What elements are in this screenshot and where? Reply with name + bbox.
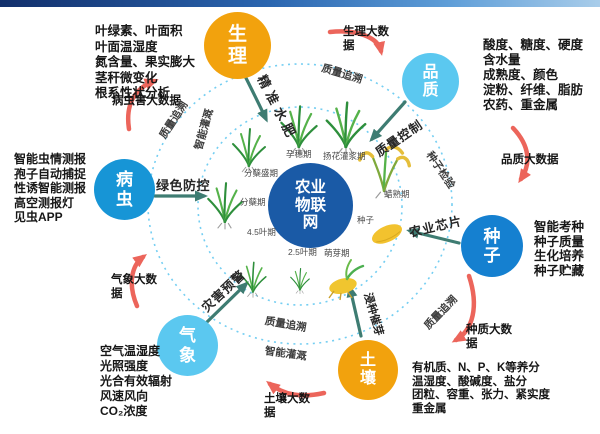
metric-line: 见虫APP: [14, 210, 63, 224]
node-quality: 品质: [402, 53, 459, 110]
metric-line: 氮含量、果实膨大: [95, 55, 196, 69]
agri-chip-arrow: [406, 227, 461, 245]
plant-flowering-icon: [325, 101, 367, 157]
inner-dashed-ring: [197, 106, 403, 306]
metric-line: 性诱智能测报: [14, 181, 87, 195]
metric-line: 团粒、容重、张力、紧实度: [412, 389, 550, 401]
metric-line: 高空测报灯: [14, 195, 75, 210]
metric-line: 根系性状分析: [95, 86, 171, 100]
stage-2-5-leaf-label: 2.5叶期: [288, 247, 317, 257]
plant-2-5-leaf-icon: [290, 267, 310, 295]
quality-metrics: 酸度、糖度、硬度 含水量 成熟度、颜色 淀粉、纤维、脂肪 农药、重金属: [483, 38, 583, 113]
node-quality-label: 品质: [422, 63, 439, 99]
metric-line: 成熟度、颜色: [483, 68, 559, 82]
hub-agri-iot: 农业物联网: [268, 163, 353, 248]
pest-bigdata-arrow: [125, 78, 159, 132]
metric-line: 叶绿素、叶面积: [95, 24, 183, 38]
node-soil-label: 土壤: [359, 352, 376, 387]
metric-line: CO₂浓度: [100, 404, 148, 418]
node-pest-label: 病虫: [116, 170, 133, 209]
metric-line: 农药、重金属: [483, 98, 559, 112]
plant-wax-ripe-icon: [358, 145, 412, 199]
precision-fertigation-arrow: [242, 72, 268, 123]
metric-line: 淀粉、纤维、脂肪: [483, 83, 584, 97]
pest-bigdata-label: 病虫害大数据: [112, 95, 181, 107]
seed-soaking-arrow: [346, 284, 363, 338]
physiology-bigdata-label: 生理大数据: [343, 26, 389, 52]
physiology-metrics: 叶绿素、叶面积 叶面温湿度 氮含量、果实膨大 茎秆微变化 根系性状分析: [95, 24, 195, 102]
seed-icon: [372, 224, 402, 244]
soil-bigdata-label: 土壤大数据: [264, 393, 310, 419]
node-soil: 土壤: [338, 340, 398, 400]
weather-bigdata-arrow: [129, 253, 147, 309]
metric-line: 温湿度、酸碱度、盐分: [412, 375, 527, 388]
metric-line: 种子质量: [534, 234, 585, 249]
quality-bigdata-arrow: [510, 125, 531, 184]
weather-metrics: 空气温湿度 光照强度 光合有效辐射 风速风向 CO₂浓度: [100, 344, 172, 419]
metric-line: 光合有效辐射: [100, 374, 173, 388]
stage-flowering-label: 扬花灌浆期: [323, 151, 366, 161]
green-control-label: 绿色防控: [156, 178, 211, 193]
weather-bigdata-label: 气象大数据: [111, 274, 157, 300]
node-physiology: 生理: [204, 12, 271, 79]
stage-4-5-leaf-label: 4.5叶期: [247, 227, 276, 237]
metric-line: 种子贮藏: [534, 263, 585, 278]
metric-line: 茎秆微变化: [95, 70, 158, 85]
germplasm-bigdata-label: 种质大数据: [466, 324, 512, 350]
stage-seed-label: 种子: [357, 215, 375, 225]
quality-control-arrow: [369, 100, 407, 142]
metric-line: 孢子自动捕捉: [14, 166, 87, 181]
hub-label: 农业物联网: [294, 178, 326, 232]
pest-metrics: 智能虫情测报 孢子自动捕捉 性诱智能测报 高空测报灯 见虫APP: [14, 152, 86, 225]
red-arrows: [125, 29, 531, 398]
green-arrows: [153, 72, 461, 338]
metric-line: 光照强度: [100, 359, 149, 373]
metric-line: 智能考种: [534, 220, 585, 234]
metric-line: 智能虫情测报: [14, 152, 87, 166]
germplasm-bigdata-arrow: [451, 273, 477, 343]
stage-wax-ripe-label: 蜡熟期: [384, 189, 410, 199]
metric-line: 重金属: [412, 402, 447, 415]
metric-line: 含水量: [483, 53, 521, 67]
node-physiology-label: 生理: [227, 24, 247, 67]
outer-dashed-ring: [147, 63, 453, 345]
soil-bigdata-arrow: [266, 380, 327, 398]
stage-germination-label: 萌芽期: [324, 248, 350, 258]
node-pest: 病虫: [94, 159, 155, 220]
disaster-warning-arrow: [205, 281, 249, 324]
stage-tillering-label: 分蘖期: [240, 197, 266, 207]
physiology-bigdata-arrow: [327, 29, 385, 56]
node-seed-label: 种子: [483, 226, 501, 265]
stage-peak-tillering-label: 分蘖盛期: [244, 168, 279, 178]
node-seed: 种子: [461, 215, 523, 277]
germinating-seed-icon: [328, 259, 365, 301]
node-weather-label: 气象: [179, 326, 196, 365]
metric-line: 酸度、糖度、硬度: [483, 38, 584, 52]
top-gradient-bar: [0, 0, 600, 7]
plant-tillering-icon: [207, 182, 243, 231]
seed-metrics: 智能考种 种子质量 生化培养 种子贮藏: [534, 220, 584, 278]
stage-booting-label: 孕穗期: [286, 149, 312, 159]
soil-metrics: 有机质、N、P、K等养分 温湿度、酸碱度、盐分 团粒、容重、张力、紧实度 重金属: [412, 362, 550, 416]
metric-line: 生化培养: [534, 249, 585, 263]
quality-bigdata-label: 品质大数据: [501, 154, 559, 166]
metric-line: 叶面温湿度: [95, 39, 158, 54]
metric-line: 风速风向: [100, 389, 149, 403]
metric-line: 空气温湿度: [100, 344, 161, 358]
metric-line: 有机质、N、P、K等养分: [412, 362, 540, 374]
node-weather: 气象: [157, 315, 218, 376]
